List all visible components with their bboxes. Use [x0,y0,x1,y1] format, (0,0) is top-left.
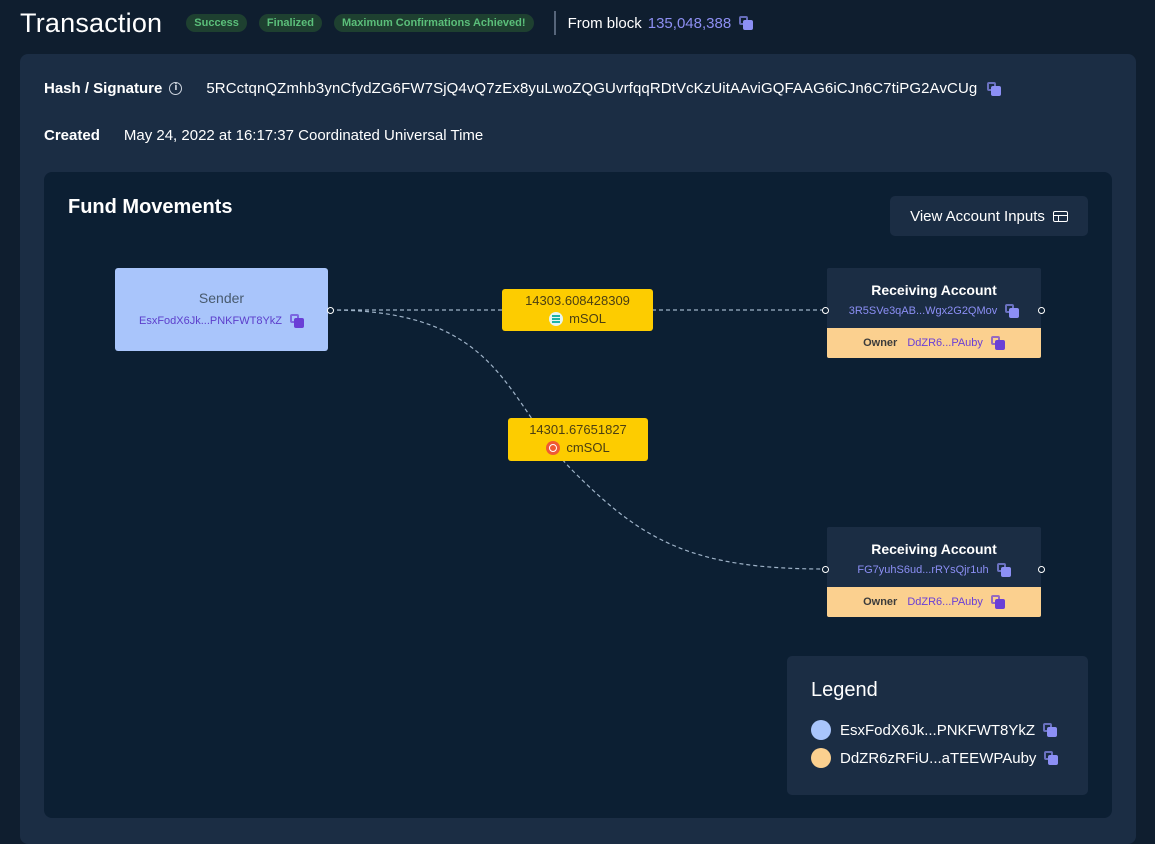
view-account-inputs-label: View Account Inputs [910,207,1045,225]
sender-connector [327,307,334,314]
transfer-amount: 14301.67651827 [529,422,627,437]
receiving-account-address-text[interactable]: 3R5SVe3qAB...Wgx2G2QMov [848,305,998,317]
transfer-token-name: mSOL [569,311,606,326]
owner-label: Owner [863,337,898,349]
legend: Legend EsxFodX6Jk...PNKFWT8YkZ DdZR6zRFi… [787,656,1088,795]
created-value: May 24, 2022 at 16:17:37 Coordinated Uni… [123,127,484,144]
receiver-connector-in [822,566,829,573]
receiving-account-title: Receiving Account [871,282,997,298]
legend-title: Legend [811,679,878,701]
transfer-token: cmSOL [508,440,648,455]
legend-item-label: EsxFodX6Jk...PNKFWT8YkZ [840,721,1036,739]
hash-row: Hash / Signature i 5RCctqnQZmhb3ynCfydZG… [44,80,1002,97]
transfer-token-name: cmSOL [566,440,610,455]
view-account-inputs-button[interactable]: View Account Inputs [890,196,1088,236]
fund-movements-section: Fund Movements View Account Inputs Sende… [44,172,1112,818]
transfer-label-msol: 14303.608428309 mSOL [502,289,653,331]
info-icon[interactable]: i [169,82,183,95]
from-block-label: From block [567,14,642,32]
legend-swatch [811,748,831,768]
hash-label: Hash / Signature [44,80,163,97]
receiving-account-node[interactable]: Receiving Account FG7yuhS6ud...rRYsQjr1u… [827,527,1041,617]
owner-label: Owner [863,596,898,608]
owner-bar: Owner DdZR6...PAuby [827,587,1041,617]
legend-item: DdZR6zRFiU...aTEEWPAuby [811,748,1059,768]
copy-icon[interactable] [1005,304,1020,318]
status-badge-success: Success [186,14,247,32]
receiving-account-address: 3R5SVe3qAB...Wgx2G2QMov [827,304,1041,318]
owner-bar: Owner DdZR6...PAuby [827,328,1041,358]
legend-item-label: DdZR6zRFiU...aTEEWPAuby [840,749,1037,767]
transfer-token: mSOL [502,311,653,326]
receiver-connector-out [1038,566,1045,573]
transaction-panel: Hash / Signature i 5RCctqnQZmhb3ynCfydZG… [20,54,1136,844]
fund-movements-title: Fund Movements [68,196,233,218]
copy-icon[interactable] [990,336,1005,350]
created-row: Created May 24, 2022 at 16:17:37 Coordin… [44,127,483,144]
copy-icon[interactable] [996,563,1011,577]
transfer-label-cmsol: 14301.67651827 cmSOL [508,418,648,461]
page-title: Transaction [20,7,163,38]
copy-icon[interactable] [987,81,1002,96]
receiving-account-address-text[interactable]: FG7yuhS6ud...rRYsQjr1uh [857,564,989,576]
copy-icon[interactable] [1044,751,1059,765]
receiving-account-node[interactable]: Receiving Account 3R5SVe3qAB...Wgx2G2QMo… [827,268,1041,358]
copy-icon[interactable] [739,16,754,30]
edge-cmsol [329,309,826,570]
owner-address[interactable]: DdZR6...PAuby [907,337,983,349]
hash-value: 5RCctqnQZmhb3ynCfydZG6FW7SjQ4vQ7zEx8yuLw… [206,80,978,97]
receiving-account-address: FG7yuhS6ud...rRYsQjr1uh [827,563,1041,577]
copy-icon[interactable] [1043,723,1058,737]
copy-icon[interactable] [990,595,1005,609]
legend-item: EsxFodX6Jk...PNKFWT8YkZ [811,720,1058,740]
sender-address-text[interactable]: EsxFodX6Jk...PNKFWT8YkZ [138,315,283,327]
status-badge-confirmations: Maximum Confirmations Achieved! [333,14,534,32]
table-icon [1052,210,1068,222]
msol-token-icon [549,311,564,326]
receiver-connector-in [822,307,829,314]
legend-swatch [811,720,831,740]
receiver-connector-out [1038,307,1045,314]
status-badge-finalized: Finalized [258,14,322,32]
page-header: Transaction Success Finalized Maximum Co… [20,6,754,40]
created-label: Created [44,127,100,144]
header-divider [553,11,556,35]
receiving-account-title: Receiving Account [871,541,997,557]
cmsol-token-icon [546,440,561,455]
from-block-link[interactable]: 135,048,388 [647,14,732,32]
copy-icon[interactable] [290,314,305,328]
sender-node[interactable]: Sender EsxFodX6Jk...PNKFWT8YkZ [115,268,328,351]
transfer-amount: 14303.608428309 [525,293,630,308]
owner-address[interactable]: DdZR6...PAuby [907,596,983,608]
sender-title: Sender [198,290,245,306]
sender-address: EsxFodX6Jk...PNKFWT8YkZ [115,314,328,328]
